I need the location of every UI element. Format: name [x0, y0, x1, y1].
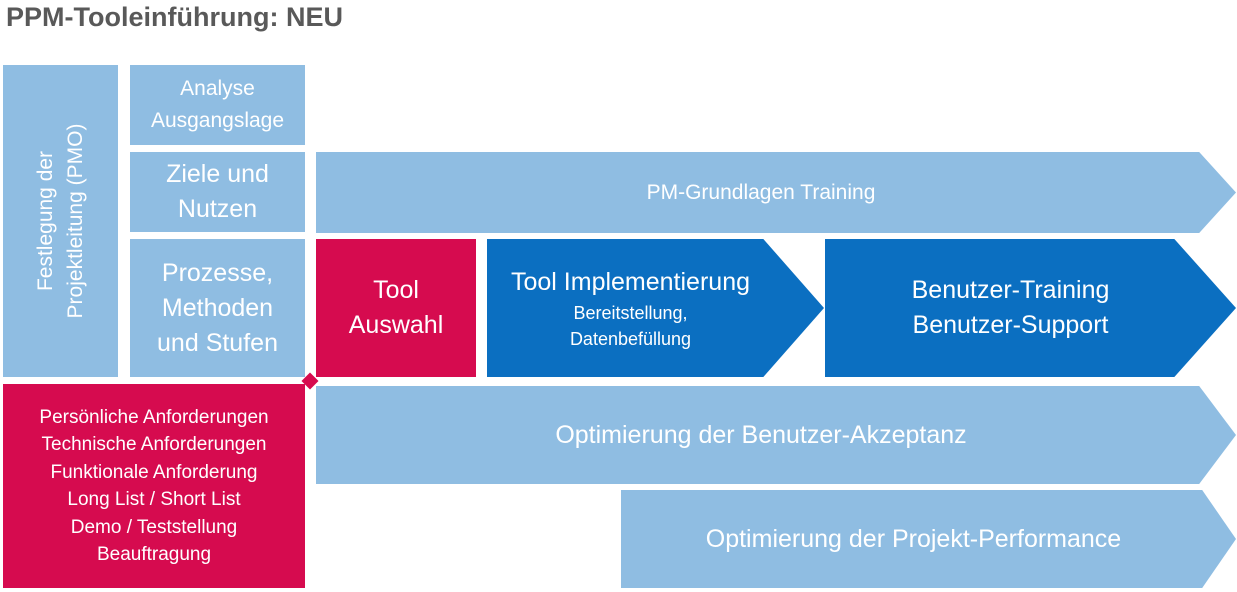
requirement-item: Persönliche Anforderungen: [39, 406, 269, 428]
prozesse-box: Prozesse, Methoden und Stufen: [130, 239, 305, 377]
ziele-line2: Nutzen: [177, 195, 258, 223]
tool-auswahl-line1: Tool: [373, 276, 419, 304]
tool-implementierung-arrow: Tool Implementierung Bereitstellung, Dat…: [487, 239, 824, 377]
ziele-box: Ziele und Nutzen: [130, 152, 305, 232]
prozesse-line1: Prozesse,: [161, 258, 274, 287]
requirement-item: Demo / Teststellung: [70, 516, 238, 538]
requirement-item: Technische Anforderungen: [41, 434, 267, 455]
benutzer-arrow: Benutzer-Training Benutzer-Support: [825, 239, 1236, 377]
pm-training-label: PM-Grundlagen Training: [646, 180, 876, 204]
analyse-line2: Ausgangslage: [150, 109, 285, 132]
performance-label: Optimierung der Projekt-Performance: [705, 524, 1122, 553]
pmo-label: Festlegung der Projektleitung (PMO): [31, 124, 91, 319]
pm-training-arrow: PM-Grundlagen Training: [316, 152, 1236, 233]
tool-auswahl-line2: Auswahl: [348, 311, 444, 339]
tool-implementierung-sub1: Bereitstellung,: [573, 302, 688, 323]
analyse-line1: Analyse: [180, 77, 255, 100]
analyse-box: Analyse Ausgangslage: [130, 65, 305, 145]
performance-arrow: Optimierung der Projekt-Performance: [621, 490, 1236, 588]
pmo-box: Festlegung der Projektleitung (PMO): [3, 65, 118, 377]
page-title: PPM-Tooleinführung: NEU: [6, 2, 343, 32]
akzeptanz-arrow: Optimierung der Benutzer-Akzeptanz: [316, 386, 1236, 484]
pmo-label-line1: Festlegung der: [33, 150, 57, 292]
benutzer-line2: Benutzer-Support: [912, 311, 1109, 339]
requirement-item: Beauftragung: [96, 544, 212, 565]
akzeptanz-label: Optimierung der Benutzer-Akzeptanz: [555, 420, 967, 449]
requirements-box: Persönliche Anforderungen Technische Anf…: [3, 384, 305, 588]
tool-auswahl-box: Tool Auswahl: [316, 239, 476, 377]
requirement-item: Long List / Short List: [67, 489, 241, 510]
benutzer-line1: Benutzer-Training: [911, 276, 1110, 304]
prozesse-line2: Methoden: [161, 293, 274, 322]
tool-implementierung-title: Tool Implementierung: [510, 267, 750, 296]
prozesse-line3: und Stufen: [157, 328, 278, 357]
requirement-item: Funktionale Anforderung: [50, 461, 258, 483]
ziele-line1: Ziele und: [166, 160, 269, 188]
pmo-label-line2: Projektleitung (PMO): [63, 123, 87, 319]
tool-implementierung-sub2: Datenbefüllung: [569, 328, 692, 349]
